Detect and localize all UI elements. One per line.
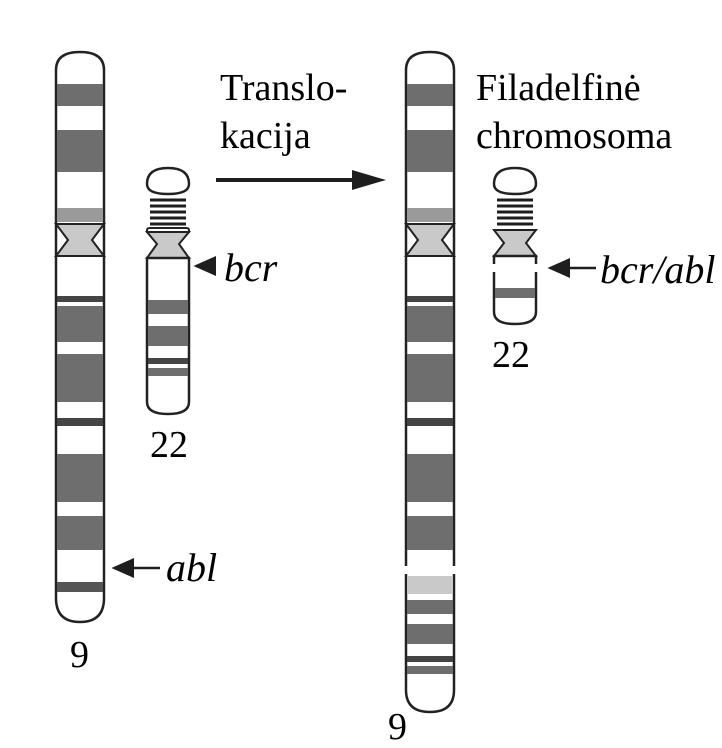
band <box>407 296 453 302</box>
band <box>57 454 103 502</box>
philadelphia-chromosome-number: 22 <box>492 334 530 376</box>
chromosome-9-number: 9 <box>70 634 89 676</box>
band <box>148 300 188 314</box>
abl-gene-label: abl <box>166 545 218 590</box>
band <box>407 306 453 342</box>
band <box>57 582 103 592</box>
breakpoint <box>490 264 540 272</box>
band <box>57 354 103 402</box>
band <box>148 326 188 346</box>
band <box>407 84 453 106</box>
chromosome-22-original <box>144 166 192 416</box>
band <box>407 576 453 594</box>
chromosome-9-derivative <box>402 50 458 714</box>
centromere <box>491 229 539 257</box>
band <box>407 130 453 172</box>
chromosome-22-number: 22 <box>150 424 188 466</box>
philadelphia-label: Filadelfinė chromosoma <box>476 64 672 160</box>
philadelphia-label-line1: Filadelfinė <box>476 67 641 109</box>
band <box>407 418 453 426</box>
translocation-arrow <box>216 170 386 190</box>
band <box>57 418 103 426</box>
pointer-arrows <box>111 256 596 578</box>
band <box>57 130 103 172</box>
centromere <box>404 223 456 257</box>
bcr-gene-label: bcr <box>224 245 278 290</box>
translocation-label-line1: Translo- <box>220 67 348 109</box>
band <box>407 666 453 674</box>
band <box>57 306 103 342</box>
chromosome-9-original <box>54 50 106 624</box>
band <box>57 516 103 550</box>
band <box>407 656 453 662</box>
philadelphia-chromosome <box>490 166 540 326</box>
band <box>57 296 103 302</box>
band <box>407 516 453 550</box>
band <box>148 358 188 364</box>
derivative-chromosome-9-number: 9 <box>388 706 407 748</box>
band <box>495 288 535 298</box>
band <box>57 84 103 106</box>
translocation-label: Translo- kacija <box>220 64 347 160</box>
translocation-label-line2: kacija <box>220 115 311 157</box>
breakpoint <box>402 566 458 574</box>
band <box>407 354 453 402</box>
band <box>148 368 188 376</box>
philadelphia-label-line2: chromosoma <box>476 115 673 157</box>
band <box>407 624 453 644</box>
band <box>407 208 453 222</box>
band <box>407 454 453 502</box>
centromere <box>54 223 106 257</box>
centromere <box>144 231 192 259</box>
band <box>407 600 453 614</box>
bcr-abl-fusion-label: bcr/abl <box>600 247 716 292</box>
band <box>57 208 103 222</box>
